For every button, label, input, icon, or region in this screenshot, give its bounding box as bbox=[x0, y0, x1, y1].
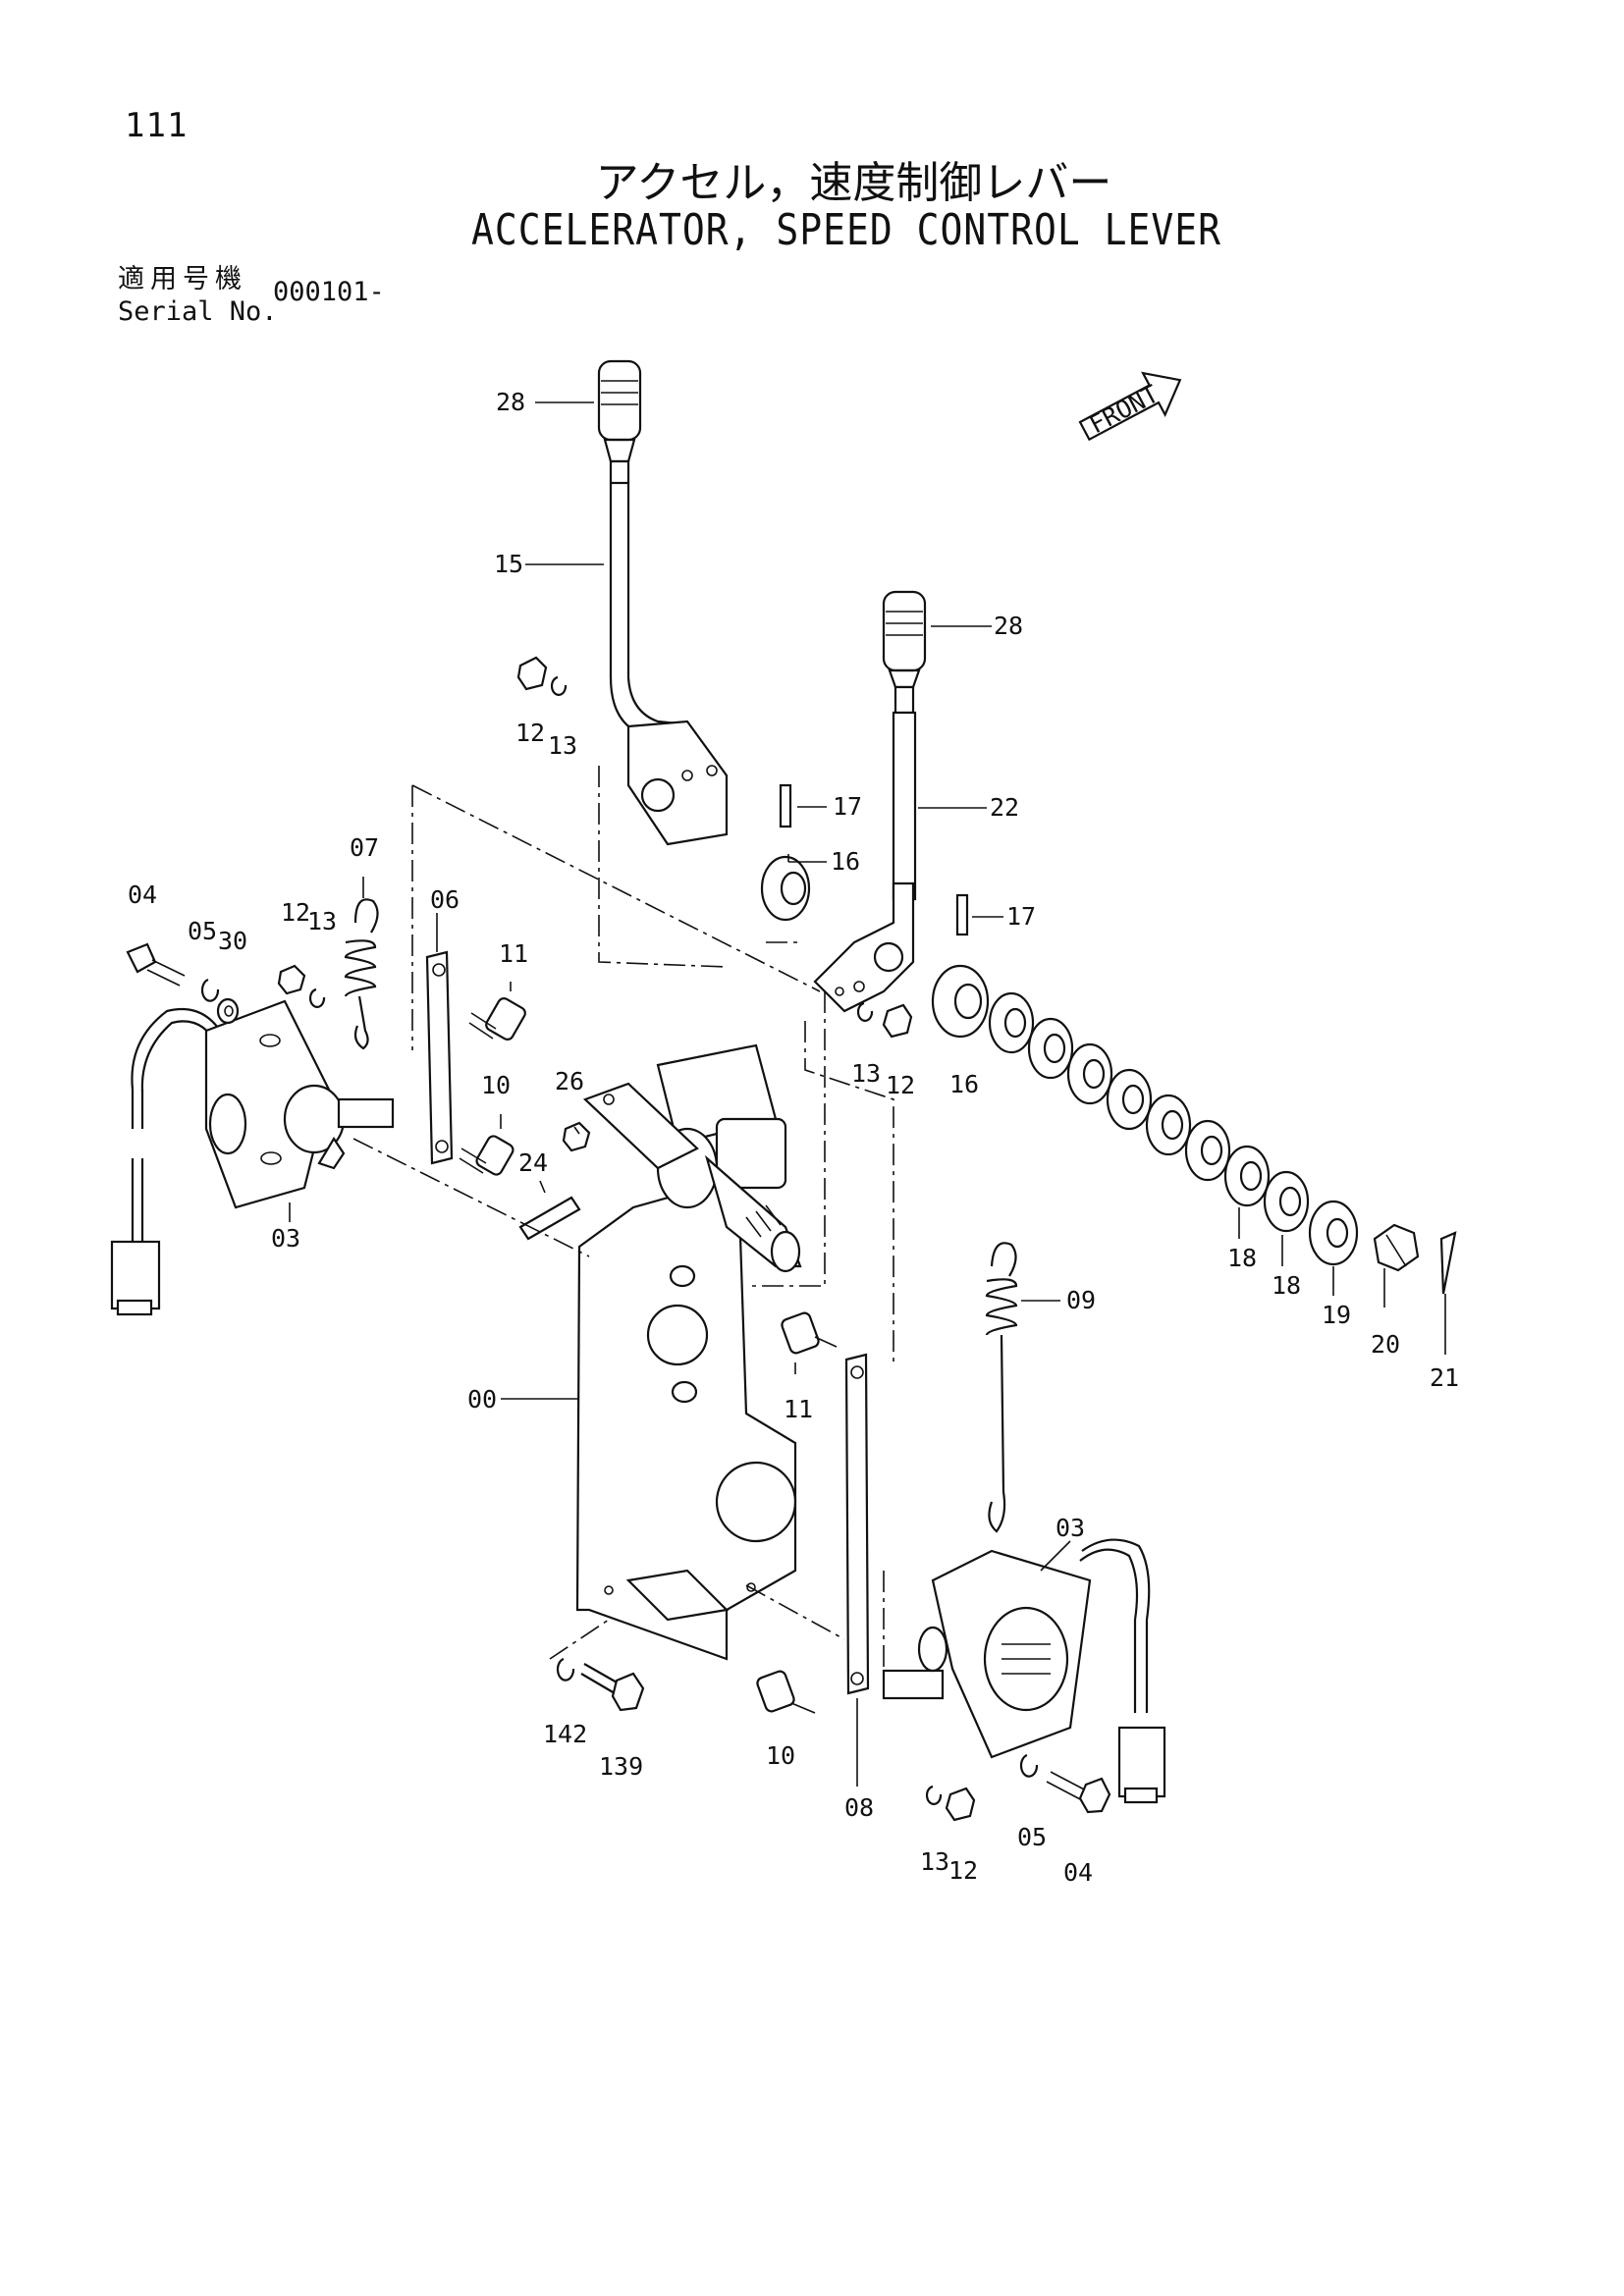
potentiometer-03-right bbox=[882, 1538, 1166, 1804]
leader-lines bbox=[289, 401, 1446, 1787]
callout-22: 22 bbox=[990, 793, 1019, 822]
shaft-assembly bbox=[582, 1043, 802, 1273]
title-english: ACCELERATOR, SPEED CONTROL LEVER bbox=[470, 204, 1222, 255]
callout-15: 15 bbox=[494, 550, 523, 578]
lockwasher-13-bottom bbox=[925, 1785, 943, 1805]
callout-08: 08 bbox=[844, 1793, 874, 1822]
bolt-04-left bbox=[126, 942, 186, 987]
lockwasher-142 bbox=[556, 1657, 575, 1682]
callout-05: 05 bbox=[188, 917, 217, 945]
callout-17: 17 bbox=[833, 792, 862, 821]
callout-11: 11 bbox=[784, 1395, 813, 1423]
castle-nut-20 bbox=[1373, 1223, 1420, 1272]
callout-24: 24 bbox=[518, 1148, 548, 1177]
washer-05-right bbox=[1019, 1753, 1039, 1778]
bolt-11-left bbox=[468, 997, 526, 1041]
callout-28: 28 bbox=[994, 612, 1023, 640]
callout-05: 05 bbox=[1017, 1823, 1047, 1851]
callout-12: 12 bbox=[886, 1071, 915, 1099]
callout-142: 142 bbox=[543, 1720, 587, 1748]
nut-12-bottom bbox=[945, 1787, 976, 1822]
callout-13: 13 bbox=[851, 1059, 881, 1088]
callout-04: 04 bbox=[1063, 1858, 1093, 1887]
lockwasher-13-top bbox=[550, 675, 568, 696]
spring-09 bbox=[985, 1242, 1018, 1533]
callout-16: 16 bbox=[949, 1070, 979, 1098]
callout-28: 28 bbox=[496, 388, 525, 416]
pin-17-lower bbox=[955, 893, 969, 936]
collar-16-upper bbox=[760, 855, 811, 922]
callout-13: 13 bbox=[548, 731, 577, 760]
callout-11: 11 bbox=[499, 939, 528, 968]
page-number: 111 bbox=[125, 106, 189, 145]
callout-13: 13 bbox=[920, 1847, 949, 1876]
callout-09: 09 bbox=[1066, 1286, 1096, 1314]
bolt-04-right bbox=[1046, 1771, 1111, 1814]
callout-10: 10 bbox=[481, 1071, 511, 1099]
callout-03: 03 bbox=[271, 1224, 300, 1253]
callout-18: 18 bbox=[1227, 1244, 1257, 1272]
link-06 bbox=[425, 950, 454, 1165]
lockwasher-13-left bbox=[308, 988, 326, 1008]
nut-12-top bbox=[516, 656, 548, 691]
callout-18: 18 bbox=[1272, 1271, 1301, 1300]
nut-26 bbox=[562, 1121, 591, 1152]
callout-30: 30 bbox=[218, 927, 247, 955]
callout-13: 13 bbox=[307, 907, 337, 935]
callout-12: 12 bbox=[515, 719, 545, 747]
callout-07: 07 bbox=[350, 833, 379, 862]
lever-22 bbox=[813, 590, 927, 1013]
washer-30 bbox=[216, 997, 240, 1025]
callout-16: 16 bbox=[831, 847, 860, 876]
lockwasher-13-mid bbox=[856, 1001, 874, 1022]
callout-labels: 28 15 28 12 13 17 22 16 07 04 05 30 12 1… bbox=[128, 388, 1459, 1887]
callout-03: 03 bbox=[1056, 1514, 1085, 1542]
assembly-lines bbox=[352, 766, 894, 1669]
callout-12: 12 bbox=[281, 898, 310, 927]
collar-16-lower bbox=[931, 964, 990, 1039]
nut-12-left bbox=[277, 964, 306, 995]
callout-10: 10 bbox=[766, 1741, 795, 1770]
washer-stack bbox=[988, 991, 1359, 1266]
spring-07 bbox=[344, 898, 379, 1050]
bolt-11-right bbox=[781, 1311, 838, 1355]
title-japanese: アクセル，速度制御レバー bbox=[595, 158, 1112, 208]
nut-12-mid bbox=[882, 1003, 913, 1039]
callout-21: 21 bbox=[1430, 1363, 1459, 1392]
callout-04: 04 bbox=[128, 881, 157, 909]
serial-label-english: Serial No. bbox=[118, 296, 278, 327]
lever-15 bbox=[597, 359, 729, 846]
pin-17-upper bbox=[779, 783, 792, 828]
bolt-139 bbox=[580, 1663, 645, 1712]
front-arrow-label: FRONT bbox=[1085, 379, 1164, 439]
serial-label-japanese: 適用号機 bbox=[118, 264, 247, 294]
front-arrow: FRONT bbox=[1078, 371, 1182, 442]
potentiometer-03-left bbox=[110, 999, 395, 1316]
callout-17: 17 bbox=[1006, 902, 1036, 931]
callout-19: 19 bbox=[1322, 1301, 1351, 1329]
washer-05-left bbox=[200, 978, 220, 1002]
callout-00: 00 bbox=[467, 1385, 497, 1414]
stud-24 bbox=[518, 1196, 581, 1241]
callout-20: 20 bbox=[1371, 1330, 1400, 1359]
callout-12: 12 bbox=[948, 1856, 978, 1885]
callout-06: 06 bbox=[430, 885, 460, 914]
callout-139: 139 bbox=[599, 1752, 643, 1781]
serial-number-value: 000101- bbox=[273, 277, 385, 307]
bolt-10-right bbox=[756, 1670, 816, 1714]
cotter-pin-21 bbox=[1439, 1231, 1457, 1295]
link-08 bbox=[844, 1353, 870, 1695]
bolt-10-left bbox=[459, 1135, 514, 1176]
callout-26: 26 bbox=[555, 1067, 584, 1095]
